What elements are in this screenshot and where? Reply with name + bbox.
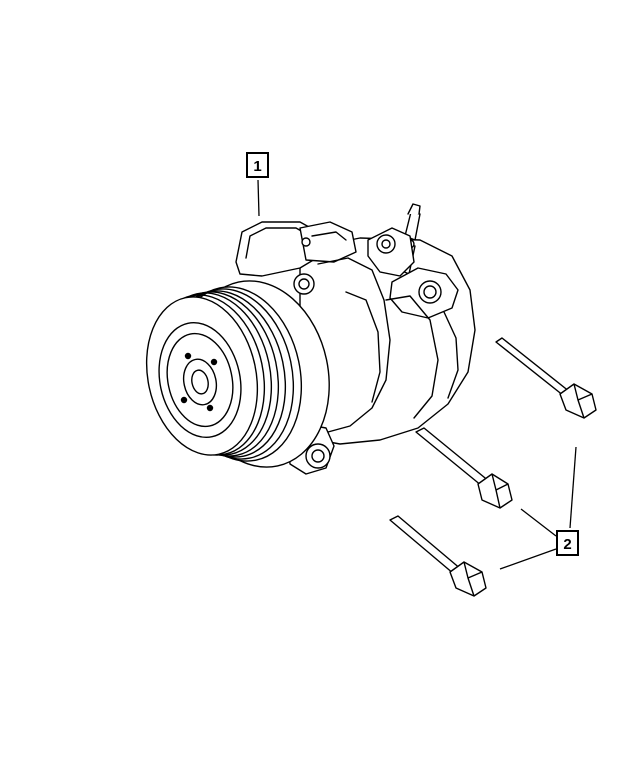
pressure-port-stem-1 bbox=[404, 211, 421, 241]
callout-2[interactable]: 2 bbox=[556, 530, 579, 556]
electrical-connector bbox=[299, 221, 357, 263]
callout-1[interactable]: 1 bbox=[246, 152, 269, 178]
callout-2-box bbox=[556, 530, 579, 556]
mounting-bolt-1[interactable] bbox=[495, 337, 597, 419]
callout-2-leaders bbox=[499, 446, 577, 570]
mounting-bolt-3[interactable] bbox=[389, 515, 487, 597]
callout-2-leader-bottom bbox=[499, 548, 557, 570]
callout-2-leader-middle bbox=[520, 508, 557, 537]
callout-2-label: 2 bbox=[563, 536, 571, 553]
mounting-bolt-2[interactable] bbox=[415, 427, 513, 509]
clutch-plate bbox=[158, 321, 242, 439]
mounting-bolts bbox=[389, 337, 597, 597]
callout-1-leader bbox=[257, 179, 260, 217]
callout-1-label: 1 bbox=[253, 158, 261, 175]
callout-1-box bbox=[246, 152, 269, 178]
ac-compressor[interactable] bbox=[133, 203, 476, 480]
callout-2-leader-top bbox=[569, 446, 577, 529]
